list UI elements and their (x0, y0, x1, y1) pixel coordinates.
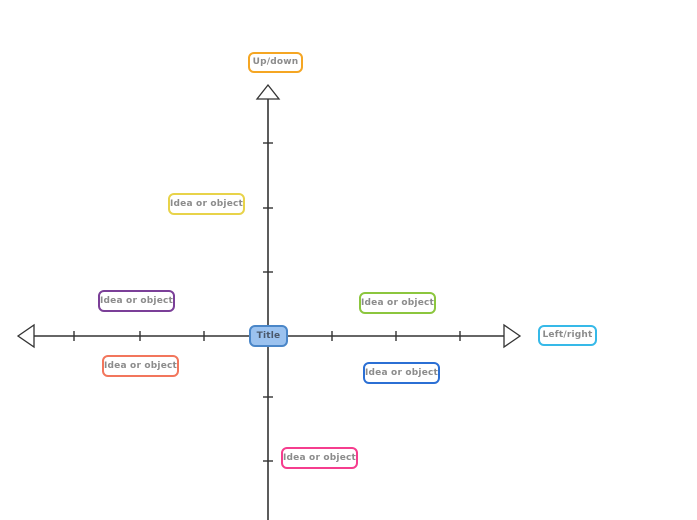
idea-node[interactable]: Idea or object (359, 292, 436, 314)
idea-node[interactable]: Idea or object (98, 290, 175, 312)
axis-label-left-right-text: Left/right (542, 330, 593, 340)
center-title-node[interactable]: Title (249, 325, 288, 347)
axis-label-up-down-text: Up/down (252, 57, 299, 67)
idea-node-label: Idea or object (282, 452, 357, 463)
idea-node[interactable]: Idea or object (102, 355, 179, 377)
axis-label-left-right[interactable]: Left/right (538, 325, 597, 346)
idea-node-label: Idea or object (364, 367, 439, 378)
idea-node-label: Idea or object (103, 360, 178, 371)
idea-node-label: Idea or object (169, 198, 244, 209)
arrowhead-left-icon (16, 323, 35, 349)
arrowhead-up-icon (255, 83, 281, 100)
idea-node[interactable]: Idea or object (168, 193, 245, 215)
axis-label-up-down[interactable]: Up/down (248, 52, 303, 73)
idea-node[interactable]: Idea or object (363, 362, 440, 384)
idea-node-label: Idea or object (360, 297, 435, 308)
center-title-text: Title (256, 330, 281, 341)
idea-node[interactable]: Idea or object (281, 447, 358, 469)
idea-node-label: Idea or object (99, 295, 174, 306)
arrowhead-right-icon (503, 323, 522, 349)
